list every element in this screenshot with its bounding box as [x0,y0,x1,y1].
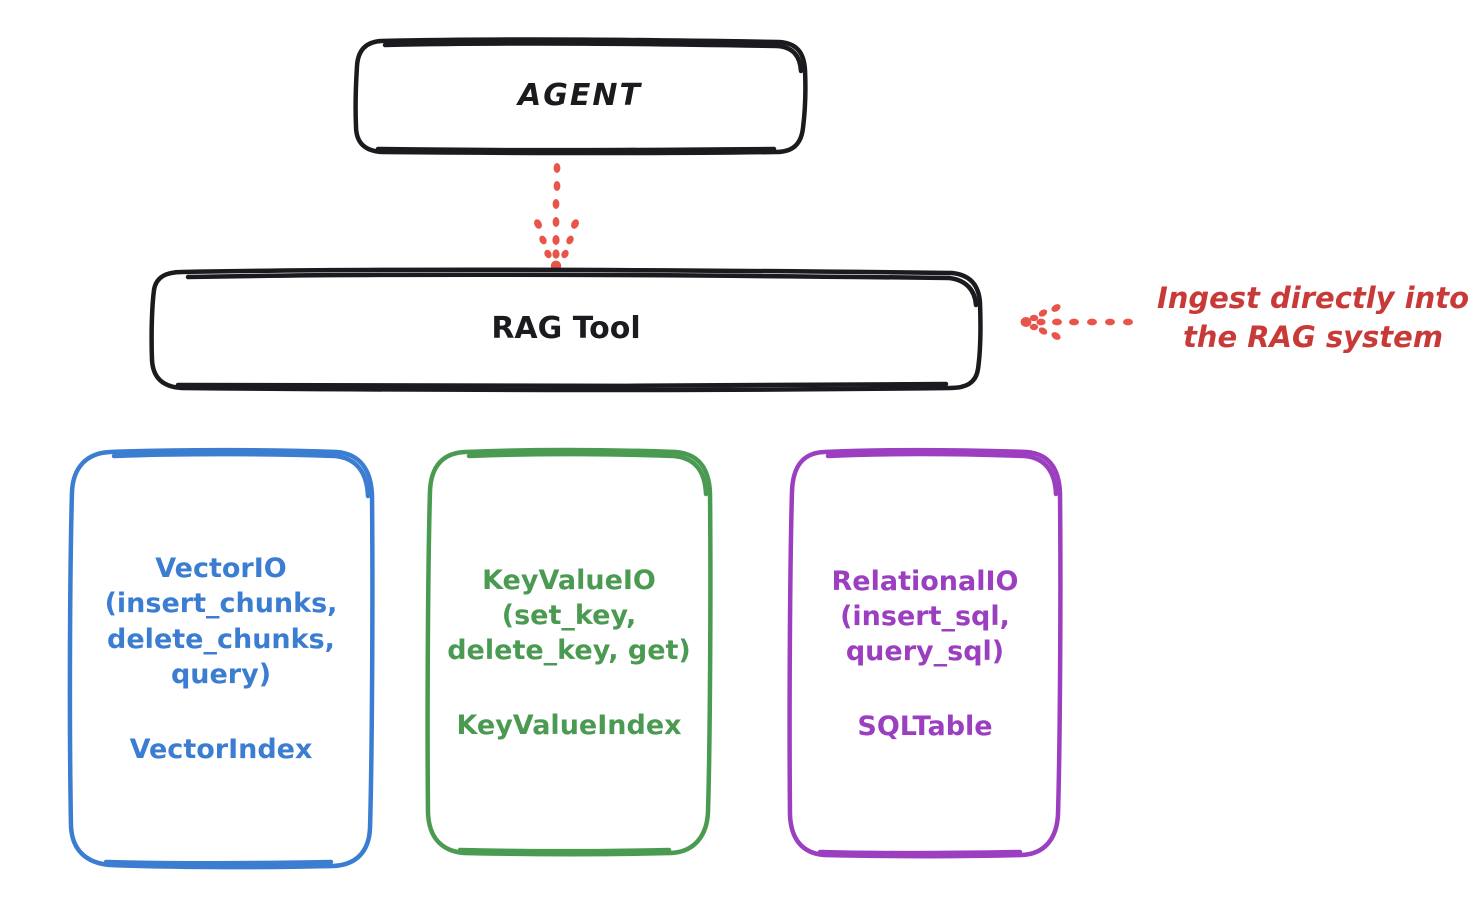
key-value-io-api-label: KeyValueIO (set_key, delete_key, get) [447,564,691,667]
node-agent-label: AGENT [518,78,642,114]
node-rag-tool[interactable]: RAG Tool [152,270,980,388]
vector-io-api-label: VectorIO (insert_chunks, delete_chunks, … [104,553,338,690]
node-key-value-io[interactable]: KeyValueIO (set_key, delete_key, get) Ke… [428,450,710,854]
sql-table-label: SQLTable [857,711,993,743]
annotation-ingest-directly: Ingest directly into the RAG system [1156,281,1470,354]
node-agent[interactable]: AGENT [355,40,805,153]
relational-io-api-label: RelationalIO (insert_sql, query_sql) [831,565,1019,668]
node-vector-io[interactable]: VectorIO (insert_chunks, delete_chunks, … [70,450,372,866]
node-rag-tool-label: RAG Tool [491,310,641,346]
ingest-to-rag-arrow [1020,304,1133,340]
agent-to-rag-arrow [534,163,579,272]
vector-index-label: VectorIndex [129,733,313,765]
key-value-index-label: KeyValueIndex [456,710,682,742]
node-relational-io[interactable]: RelationalIO (insert_sql, query_sql) SQL… [790,450,1060,856]
